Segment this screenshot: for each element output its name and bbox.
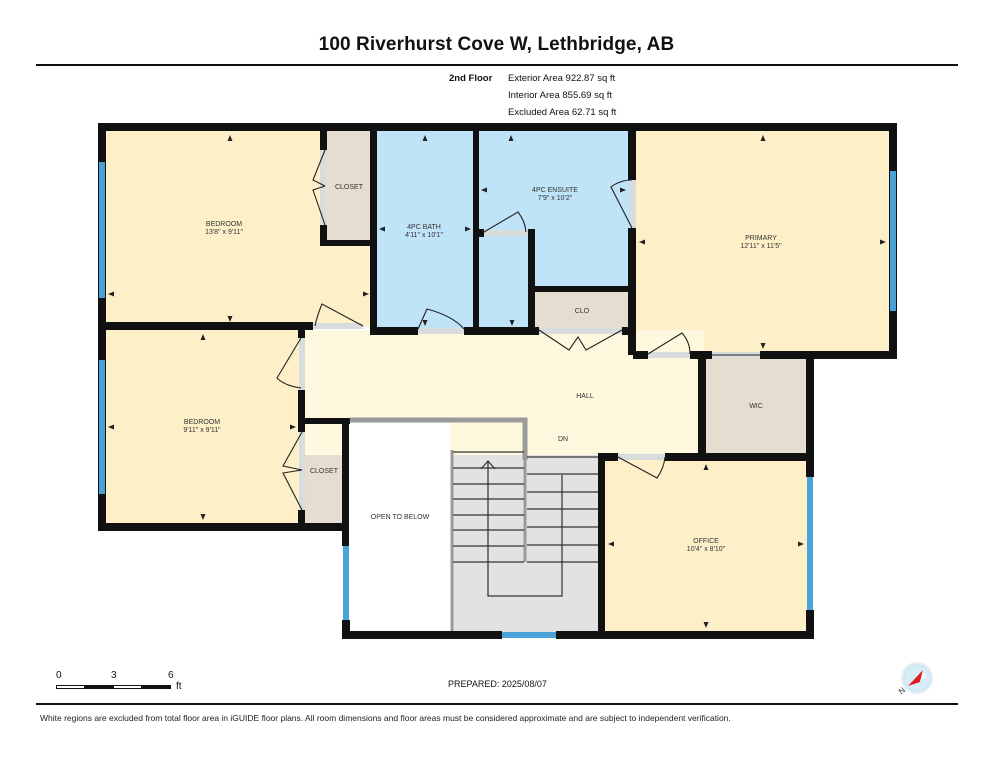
closet-2-label: CLOSET [310, 468, 339, 475]
bedroom-2-label: BEDROOM [184, 419, 220, 426]
office-label: OFFICE [693, 538, 719, 545]
open-to-below-fill [348, 420, 451, 632]
primary-label: PRIMARY [745, 235, 777, 242]
scale-segment [141, 685, 171, 689]
scale-unit: ft [176, 681, 182, 692]
bedroom-2-dims: 9'11" x 9'11" [183, 427, 221, 434]
bedroom-1-label: BEDROOM [206, 221, 242, 228]
stair-railing [350, 417, 528, 460]
wic-fill [704, 355, 811, 456]
office-fill [600, 456, 811, 632]
scale-segment [84, 685, 114, 689]
bedroom-1-dims: 13'8" x 9'11" [205, 229, 243, 236]
hall-label: HALL [576, 393, 594, 400]
stair-direction-arrow [480, 460, 563, 597]
floor-label: 2nd Floor [449, 73, 493, 84]
primary-fill [633, 130, 891, 355]
ensuite-dims: 7'9" x 10'2" [538, 195, 573, 202]
scale-bar: 0 3 6 ft [56, 670, 196, 694]
footer-divider [36, 703, 958, 705]
office-dims: 10'4" x 8'10" [687, 546, 726, 553]
dimension-arrows [108, 135, 886, 628]
primary-dims: 12'11" x 11'5" [740, 243, 782, 250]
bedroom-2-fill [104, 330, 304, 523]
prepared-date: PREPARED: 2025/08/07 [448, 679, 547, 689]
compass-north-label: N [897, 685, 907, 696]
excluded-area: Excluded Area 62.71 sq ft [508, 107, 617, 118]
stairs-down-label: DN [558, 436, 568, 443]
closet-1-fill [326, 130, 372, 240]
doors [276, 149, 760, 511]
clo-fill [533, 290, 633, 330]
ensuite-label: 4PC ENSUITE [532, 187, 578, 194]
clo-label: CLO [575, 308, 590, 315]
bath-dims: 4'11" x 10'1" [405, 232, 443, 239]
property-address-title: 100 Riverhurst Cove W, Lethbridge, AB [318, 34, 675, 55]
scale-tick-0: 0 [56, 670, 62, 681]
windows [99, 162, 896, 638]
compass-icon: N [897, 662, 933, 696]
exterior-area: Exterior Area 922.87 sq ft [508, 73, 616, 84]
stair-treads-right [527, 456, 600, 563]
open-to-below-label: OPEN TO BELOW [371, 514, 430, 521]
scale-segment [56, 685, 85, 689]
scale-tick-3: 3 [111, 670, 117, 681]
interior-area: Interior Area 855.69 sq ft [508, 90, 613, 101]
header-divider [36, 64, 958, 66]
hall-stair-landing-fill [525, 415, 600, 460]
scale-tick-6: 6 [168, 670, 174, 681]
closet-1-label: CLOSET [335, 184, 364, 191]
ensuite-nook-fill [476, 230, 533, 330]
scale-segment [113, 685, 142, 689]
bath-fill [372, 130, 476, 331]
bath-label: 4PC BATH [407, 224, 441, 231]
disclaimer-text: White regions are excluded from total fl… [40, 713, 731, 723]
wic-label: WIC [749, 403, 763, 410]
